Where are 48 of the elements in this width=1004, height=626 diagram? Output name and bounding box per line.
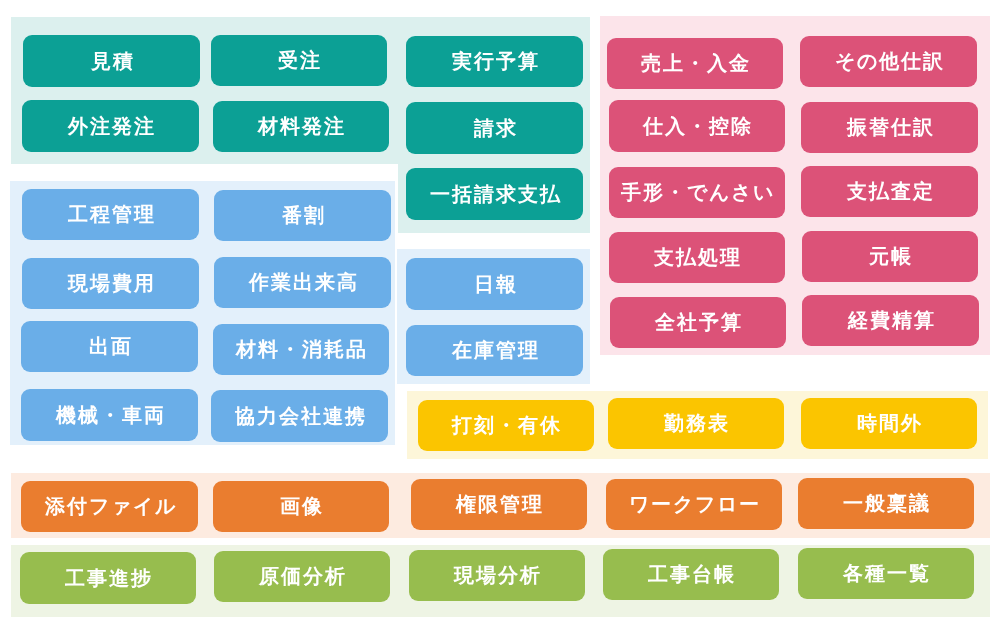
feature-box: ワークフロー bbox=[606, 479, 782, 530]
feature-box: 権限管理 bbox=[411, 479, 587, 530]
feature-box: 協力会社連携 bbox=[211, 390, 388, 442]
feature-box: 添付ファイル bbox=[21, 481, 198, 532]
feature-box: 支払査定 bbox=[801, 166, 978, 217]
feature-box: 日報 bbox=[406, 258, 583, 310]
feature-box: 実行予算 bbox=[406, 36, 583, 87]
group-panel bbox=[397, 249, 590, 384]
feature-box: 受注 bbox=[211, 35, 387, 86]
feature-box: 番割 bbox=[214, 190, 391, 241]
feature-box: 原価分析 bbox=[214, 551, 390, 602]
feature-box: 工事進捗 bbox=[20, 552, 196, 604]
feature-box: 在庫管理 bbox=[406, 325, 583, 376]
feature-box: 請求 bbox=[406, 102, 583, 154]
feature-box: 一般稟議 bbox=[798, 478, 974, 529]
feature-box: 作業出来高 bbox=[214, 257, 391, 308]
feature-box: 出面 bbox=[21, 321, 198, 372]
feature-box: 現場費用 bbox=[22, 258, 199, 309]
feature-box: その他仕訳 bbox=[800, 36, 977, 87]
feature-box: 仕入・控除 bbox=[609, 100, 785, 152]
feature-box: 一括請求支払 bbox=[406, 168, 583, 220]
group-panel bbox=[10, 181, 395, 445]
feature-box: 工事台帳 bbox=[603, 549, 779, 600]
feature-box: 現場分析 bbox=[409, 550, 585, 601]
feature-box: 見積 bbox=[23, 35, 200, 87]
feature-box: 全社予算 bbox=[610, 297, 786, 348]
feature-box: 勤務表 bbox=[608, 398, 784, 449]
group-panel bbox=[398, 164, 590, 233]
group-panel bbox=[407, 391, 988, 459]
feature-box: 振替仕訳 bbox=[801, 102, 978, 153]
group-panel bbox=[11, 473, 990, 538]
feature-box: 画像 bbox=[213, 481, 389, 532]
feature-box: 打刻・有休 bbox=[418, 400, 594, 451]
feature-box: 外注発注 bbox=[22, 100, 199, 152]
group-panel bbox=[11, 17, 590, 164]
group-panel bbox=[600, 16, 990, 355]
feature-box: 材料発注 bbox=[213, 101, 389, 152]
feature-box: 元帳 bbox=[802, 231, 978, 282]
feature-box: 支払処理 bbox=[609, 232, 785, 283]
feature-box: 手形・でんさい bbox=[609, 167, 785, 218]
feature-box: 売上・入金 bbox=[607, 38, 783, 89]
feature-box: 工程管理 bbox=[22, 189, 199, 240]
feature-box: 機械・車両 bbox=[21, 389, 198, 441]
feature-box: 各種一覧 bbox=[798, 548, 974, 599]
group-panel bbox=[11, 545, 990, 617]
feature-box: 経費精算 bbox=[802, 295, 979, 346]
feature-box: 時間外 bbox=[801, 398, 977, 449]
feature-box: 材料・消耗品 bbox=[213, 324, 389, 375]
